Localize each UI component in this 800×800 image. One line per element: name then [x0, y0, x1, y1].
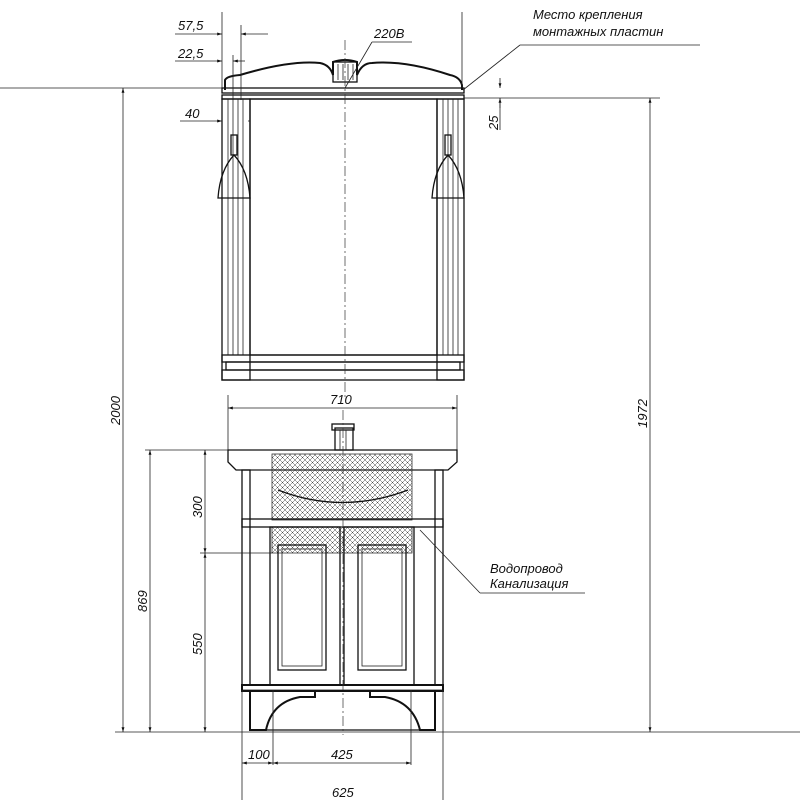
- dim-710: 710: [330, 392, 352, 407]
- mirror-glass: [249, 98, 438, 356]
- mirror: [217, 40, 465, 400]
- dim-550: 550: [190, 633, 205, 655]
- left-leg: [241, 469, 251, 686]
- left-lamp: [217, 134, 251, 199]
- dim-2000: 2000: [108, 395, 123, 426]
- countertop: [227, 449, 458, 471]
- dim-22-5: 22,5: [177, 46, 204, 61]
- dim-40: 40: [185, 106, 200, 121]
- dim-625: 625: [332, 785, 354, 800]
- right-leg: [434, 469, 444, 686]
- dim-425: 425: [331, 747, 353, 762]
- mount-label-line1: Место крепления: [533, 7, 643, 22]
- water-label: Водопровод: [490, 561, 563, 576]
- plinth: [249, 691, 436, 731]
- dim-869: 869: [135, 590, 150, 612]
- vanity: [227, 423, 458, 731]
- mirror-shelf: [221, 354, 465, 363]
- plumbing-leader: [419, 529, 481, 594]
- mount-leader: [462, 44, 521, 91]
- power-leader: [344, 41, 373, 89]
- power-label: 220В: [373, 26, 405, 41]
- mounting-bar: [221, 87, 465, 94]
- dim-100: 100: [248, 747, 270, 762]
- left-column: [221, 98, 251, 381]
- dim-25: 25: [486, 115, 501, 131]
- dim-1972: 1972: [635, 398, 650, 428]
- basin: [271, 453, 413, 521]
- dim-57-5: 57,5: [178, 18, 204, 33]
- mirror-crest: [224, 59, 463, 90]
- sewer-label: Канализация: [490, 576, 568, 591]
- mount-label-line2: монтажных пластин: [533, 24, 663, 39]
- dim-300: 300: [190, 496, 205, 518]
- right-lamp: [431, 134, 465, 199]
